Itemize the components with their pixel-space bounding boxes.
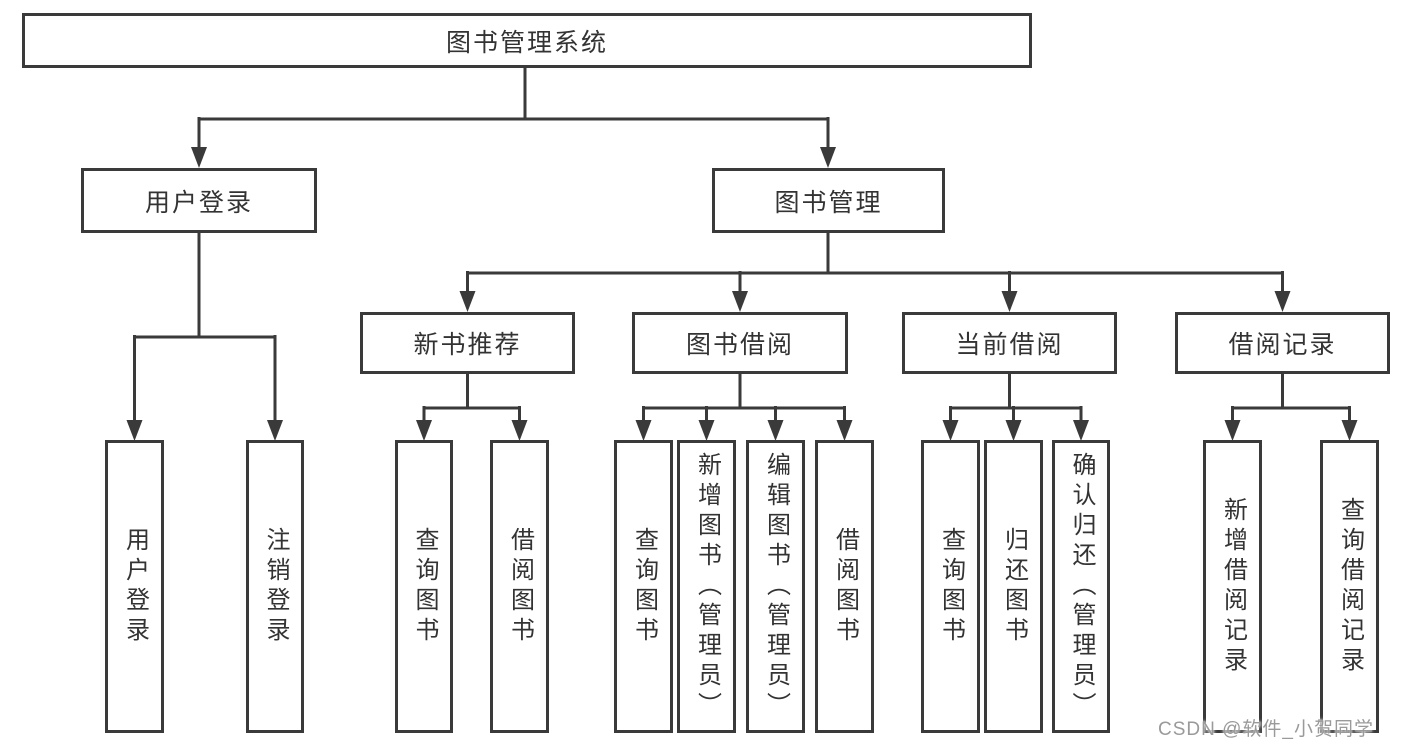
node-new-book-recommendation-label: 新书推荐: [413, 331, 522, 359]
leaf-confirm-return-admin: 确认归还（管理员）: [1052, 440, 1110, 733]
leaf-query-books-3: 查询图书: [921, 440, 980, 733]
leaf-borrow-books-2-label: 借阅图书: [831, 526, 859, 647]
leaf-edit-books-admin: 编辑图书（管理员）: [746, 440, 805, 733]
node-current-borrowing-label: 当前借阅: [955, 331, 1064, 359]
node-book-management-label: 图书管理: [774, 188, 883, 217]
leaf-borrow-books-2: 借阅图书: [815, 440, 874, 733]
leaf-query-borrow-record-label: 查询借阅记录: [1336, 496, 1364, 677]
leaf-edit-books-admin-label: 编辑图书（管理员）: [762, 451, 790, 722]
leaf-query-books-2-label: 查询图书: [630, 526, 658, 647]
arrowhead-icons: [126, 147, 1358, 441]
node-current-borrowing: 当前借阅: [902, 312, 1117, 374]
leaf-query-books-1-label: 查询图书: [411, 526, 438, 647]
leaf-add-borrow-record: 新增借阅记录: [1203, 440, 1262, 733]
leaf-query-books-3-label: 查询图书: [937, 526, 965, 647]
node-borrowing-records-label: 借阅记录: [1228, 331, 1337, 359]
leaf-return-books: 归还图书: [984, 440, 1043, 733]
leaf-query-books-1: 查询图书: [395, 440, 453, 733]
node-root-system: 图书管理系统: [22, 13, 1032, 68]
leaf-user-login: 用户登录: [105, 440, 164, 733]
leaf-user-login-label: 用户登录: [121, 526, 149, 647]
leaf-add-borrow-record-label: 新增借阅记录: [1219, 496, 1247, 677]
leaf-borrow-books-1-label: 借阅图书: [506, 526, 534, 647]
node-book-management: 图书管理: [712, 168, 945, 233]
csdn-watermark: CSDN @软件_小贺同学: [1158, 719, 1374, 740]
node-book-borrowing-label: 图书借阅: [685, 331, 794, 359]
leaf-logout: 注销登录: [246, 440, 304, 733]
leaf-confirm-return-admin-label: 确认归还（管理员）: [1068, 451, 1095, 722]
leaf-borrow-books-1: 借阅图书: [490, 440, 549, 733]
leaf-query-books-2: 查询图书: [614, 440, 673, 733]
leaf-add-books-admin-label: 新增图书（管理员）: [693, 451, 721, 722]
node-root-label: 图书管理系统: [445, 28, 608, 57]
node-user-login: 用户登录: [81, 168, 317, 233]
node-new-book-recommendation: 新书推荐: [360, 312, 575, 374]
node-borrowing-records: 借阅记录: [1175, 312, 1390, 374]
leaf-add-books-admin: 新增图书（管理员）: [677, 440, 736, 733]
node-user-login-label: 用户登录: [144, 188, 253, 217]
node-book-borrowing: 图书借阅: [632, 312, 848, 374]
leaf-query-borrow-record: 查询借阅记录: [1320, 440, 1379, 733]
leaf-return-books-label: 归还图书: [1000, 526, 1028, 647]
leaf-logout-label: 注销登录: [262, 526, 289, 647]
